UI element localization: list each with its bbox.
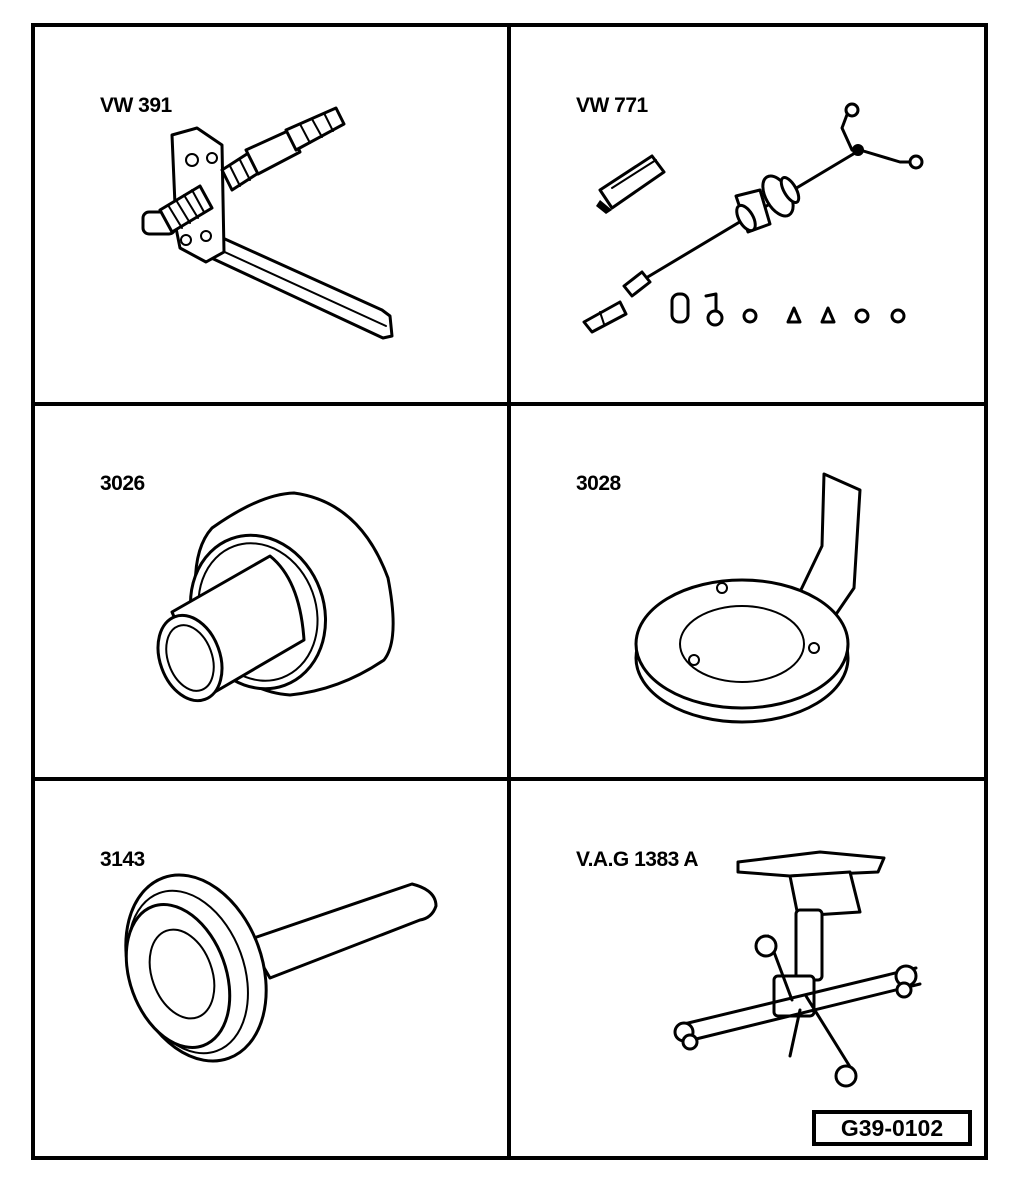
tool-label-vw771: VW 771	[576, 94, 649, 117]
drift-icon	[124, 873, 438, 1063]
tensioning-tool-icon	[141, 106, 394, 340]
reference-code: G39-0102	[841, 1115, 943, 1141]
tool-label-3143: 3143	[100, 848, 145, 871]
transmission-jack-icon	[673, 850, 922, 1088]
tool-label-3026: 3026	[100, 472, 145, 495]
tool-label-3028: 3028	[576, 472, 622, 495]
tool-label-vag1383a: V.A.G 1383 A	[576, 848, 698, 871]
reference-box	[812, 1110, 972, 1146]
holding-plate-icon	[634, 472, 862, 724]
thrust-piece-icon	[156, 491, 395, 703]
grid-frame	[31, 23, 988, 1160]
slide-hammer-set-icon	[582, 102, 924, 334]
tool-label-vw391: VW 391	[100, 94, 173, 117]
